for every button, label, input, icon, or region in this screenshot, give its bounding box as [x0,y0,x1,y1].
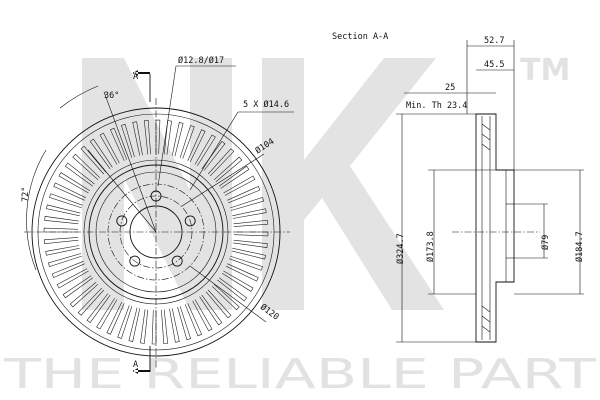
angle-36-line-b [87,149,157,233]
bolt-hole [184,215,196,227]
cooling-vent [132,121,143,156]
bolt-hole [116,215,128,227]
bolt-hole [129,255,141,267]
cooling-vent [89,138,113,170]
section-marker-bottom: A [133,360,138,370]
angle-36-label: 36° [104,91,119,101]
cooling-vent [205,289,232,319]
section-view: Section A-A 52.7 45.5 25 Min. Th 23.4 [332,32,585,343]
cooling-vent [64,162,95,187]
cooling-vent [86,293,111,324]
cooling-vent [213,156,243,183]
cooling-vent [179,125,195,159]
cooling-vent [128,307,141,342]
thickness-label: 25 [445,83,455,93]
cooling-vent [169,308,180,343]
cooling-vent [221,270,254,292]
cooling-vent [194,134,216,167]
cooling-vent [207,148,235,177]
cooling-vent [187,129,206,163]
cooling-vent [229,255,263,271]
cooling-vent [62,275,94,299]
hub-circle-leader [189,265,267,323]
pitch-circle-leader [181,153,265,207]
outer-diameter-label: Ø324.7 [395,233,406,264]
cooling-vent [43,227,79,233]
cooling-vent [233,219,269,227]
cooling-vent [80,145,107,175]
section-arrow-bottom [133,368,150,374]
cooling-vent [192,299,213,332]
disc-section-outline [475,113,515,343]
cooling-vent [161,309,169,345]
section-arrow-top [133,70,150,76]
watermark-trademark: TM [520,53,570,88]
cooling-vent [218,165,250,189]
cooling-vent [47,253,82,267]
cooling-vent [217,277,248,302]
total-height-label: 52.7 [484,36,504,46]
cooling-vent [199,294,223,326]
cooling-vent [231,247,266,260]
cooling-vent [99,132,120,165]
cooling-vent [151,309,157,345]
cooling-vent [143,119,151,155]
cooling-vent [233,239,268,248]
watermark-tagline: THE RELIABLE PART [3,350,598,398]
cooling-vent [211,283,240,311]
angle-36-arc [59,85,99,109]
cooling-vent [232,208,267,219]
cooling-vent [43,237,79,245]
cooling-vent [184,303,203,337]
cooling-vent [171,122,184,157]
hat-diameter-label: Ø184.7 [574,231,585,262]
bolt-hole [171,255,183,267]
cooling-vent [56,268,89,289]
min-thickness-label: Min. Th 23.4 [406,101,467,111]
cooling-vent [77,287,105,316]
bolt-pattern-leader [189,111,239,191]
section-marker-top: A [133,72,138,82]
hat-height-label: 45.5 [484,60,504,70]
cooling-vent [227,185,261,204]
section-title: Section A-A [332,32,388,42]
front-view: A A 36° 72° Ø12.8/Ø17 5 X Ø14.6 Ø104 Ø12… [21,55,294,374]
vent-fins-bottom [481,305,491,333]
cooling-vent [109,127,128,161]
cooling-vent [49,193,83,209]
cooling-vent [201,140,226,171]
watermark-logo: TM THE RELIABLE PART [3,53,598,398]
bolt-pattern-label: 5 X Ø14.6 [243,99,289,110]
center-bore-label: Ø79 [540,235,551,250]
watermark-k-letter [262,58,444,310]
cooling-vent [140,309,149,344]
cooling-vent [121,123,135,158]
bolt-hole-leader [157,65,177,187]
cooling-vent [230,197,265,211]
cooling-vent [46,204,81,217]
angle-72-label: 72° [21,187,31,202]
cooling-vent [96,297,118,330]
cooling-vent [163,120,172,155]
cooling-vent [223,175,256,196]
cooling-vent [117,305,133,339]
cooling-vent [53,182,87,201]
angle-36-line-a [103,91,157,233]
cooling-vent [69,281,99,308]
angle-72-arc [26,149,47,271]
bolt-hole-label: Ø12.8/Ø17 [178,55,224,66]
cooling-vent [225,263,259,282]
cooling-vent [45,245,80,256]
cooling-vent [106,301,125,335]
vent-fins-top [481,123,491,151]
cooling-vent [44,216,79,225]
inner-diameter-label: Ø173.8 [425,231,436,262]
cooling-vents [43,119,269,345]
cooling-vent [51,260,85,279]
cooling-vent [72,153,101,181]
cooling-vent [177,306,191,341]
cooling-vent [58,172,91,194]
